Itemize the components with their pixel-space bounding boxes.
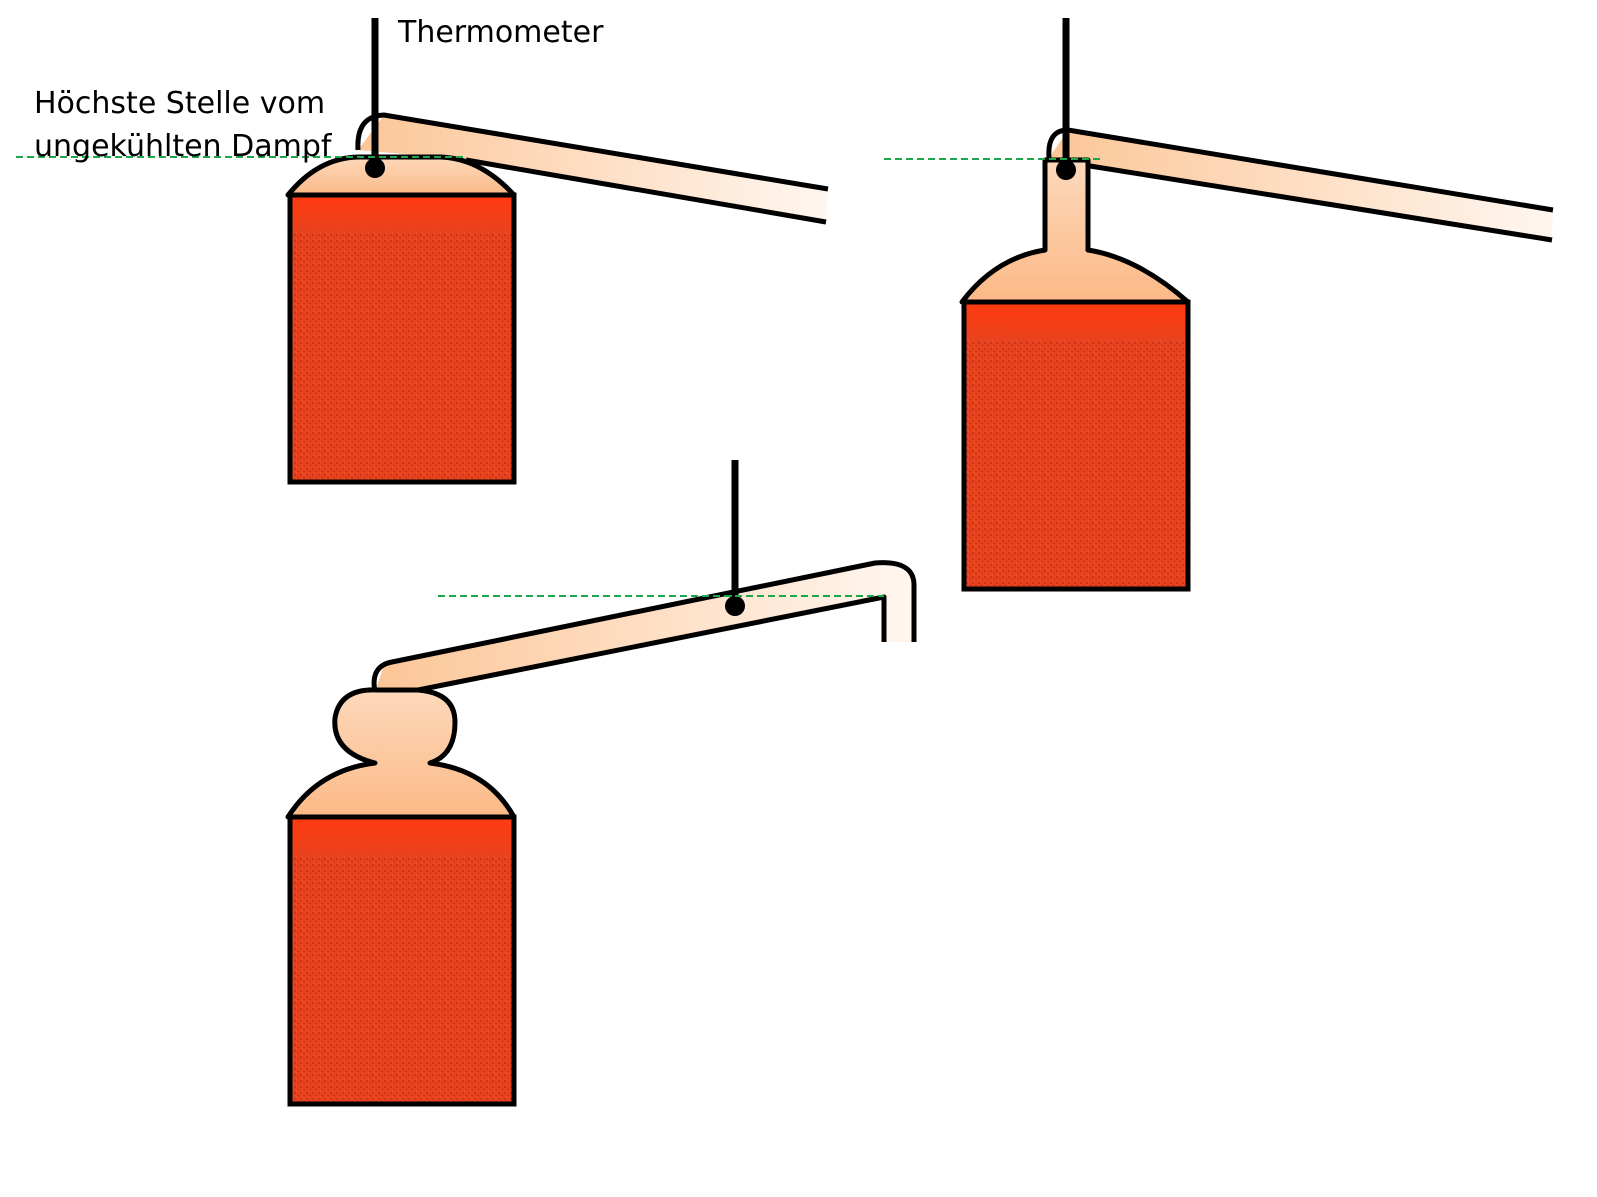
thermometer-label: Thermometer — [398, 15, 604, 50]
thermometer-bulb — [1056, 160, 1076, 180]
apparatus-short-neck — [16, 18, 829, 485]
condenser-tube — [375, 563, 914, 692]
thermometer-bulb — [365, 158, 385, 178]
highest-vapor-point-label-line1: Höchste Stelle vom — [34, 86, 326, 121]
flask-neck — [959, 157, 1191, 305]
flask-bulb — [285, 687, 517, 820]
thermometer-bulb — [725, 596, 745, 616]
highest-vapor-point-label-line2: ungekühlten Dampf — [34, 129, 332, 164]
condenser-tube — [358, 115, 828, 222]
apparatus-bulb-column — [285, 460, 917, 1107]
condenser-tube — [1049, 130, 1553, 240]
apparatus-long-neck — [884, 18, 1554, 592]
highest-vapor-point-label: Höchste Stelle vom ungekühlten Dampf — [34, 82, 331, 168]
flask-body — [964, 302, 1188, 589]
flask-body — [287, 192, 517, 485]
flask-body — [290, 817, 514, 1104]
